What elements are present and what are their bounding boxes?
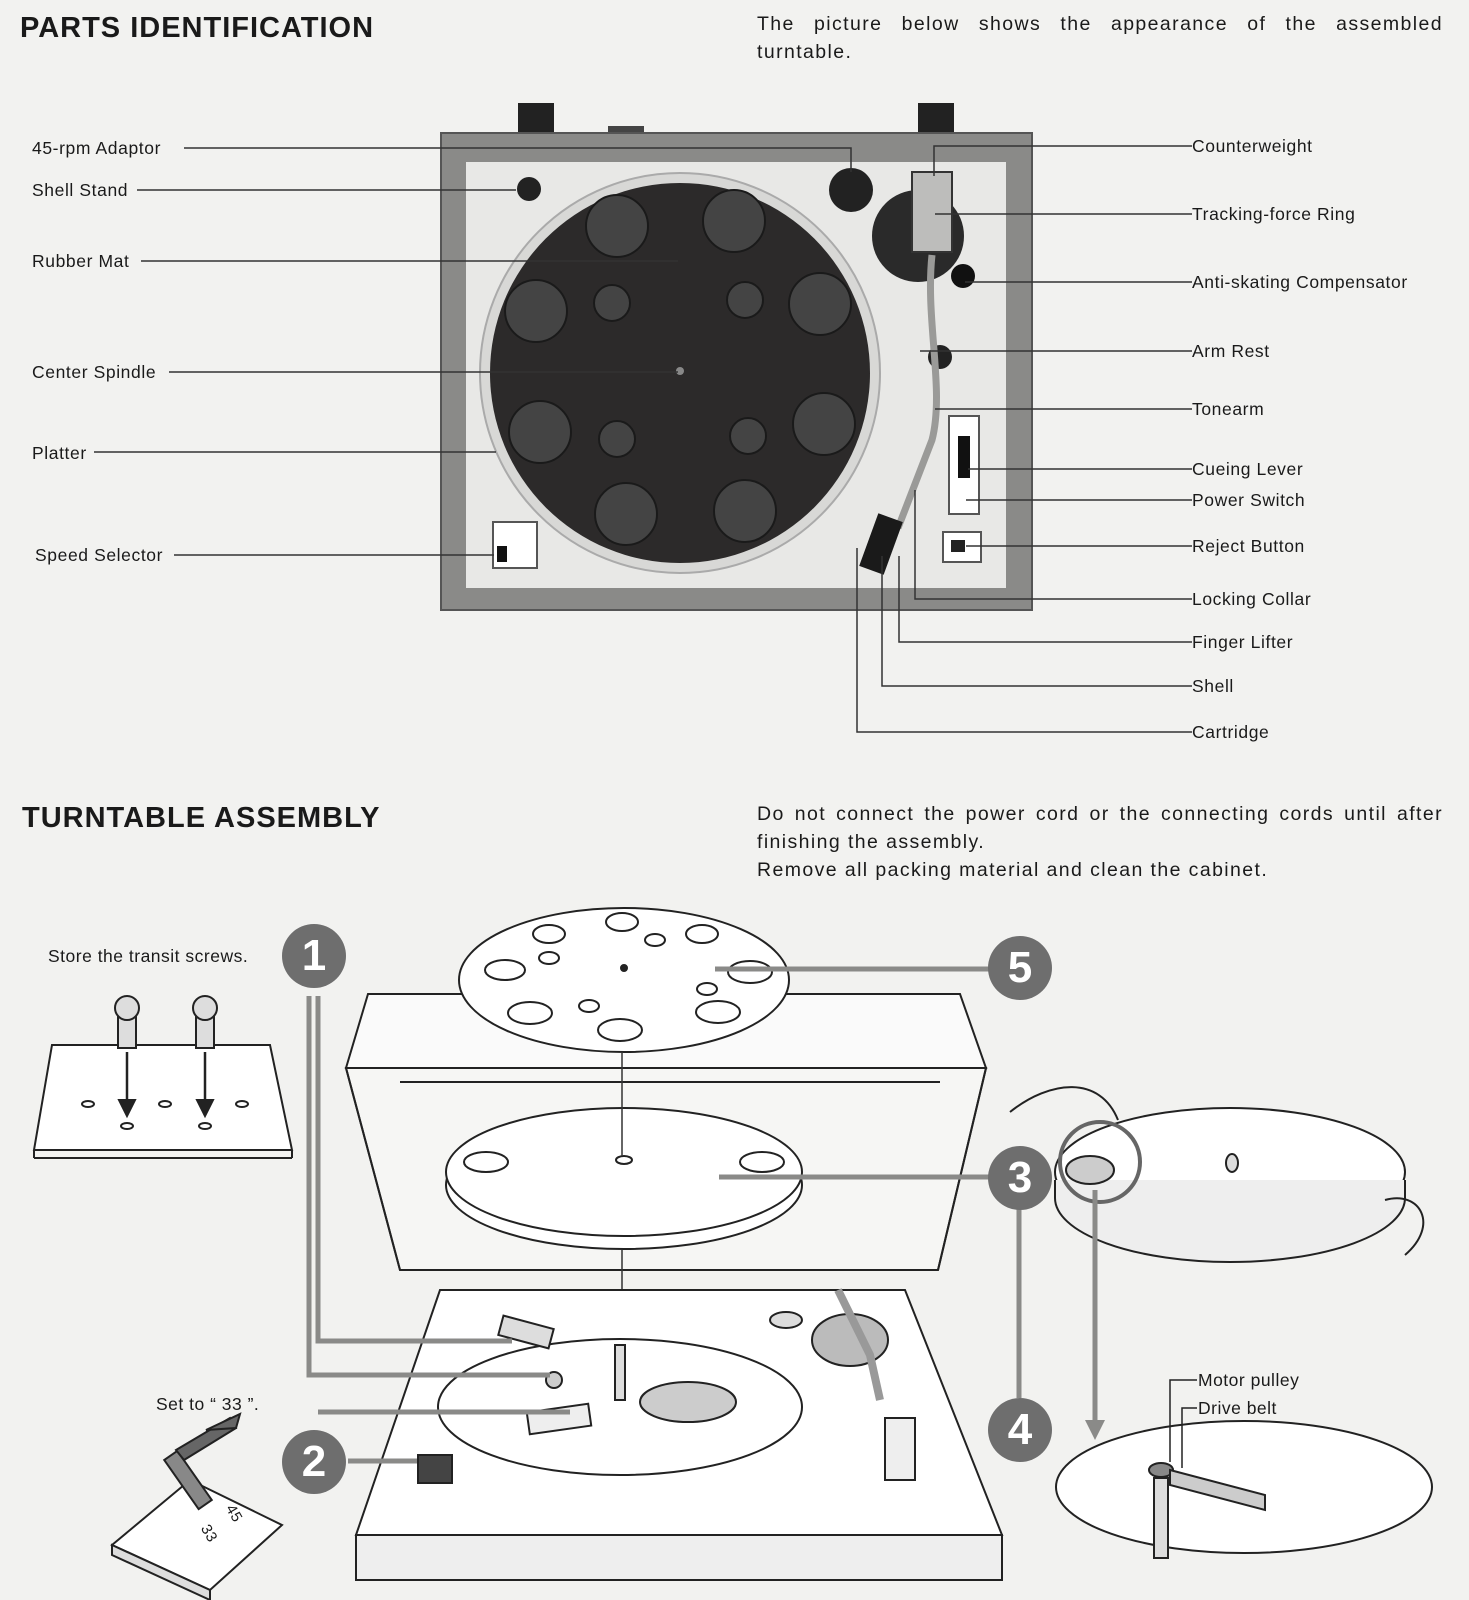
set-speed-note: Set to “ 33 ”.	[156, 1394, 259, 1415]
speed-selector-detail	[112, 1414, 282, 1600]
motor-pulley-inset	[1056, 1421, 1432, 1558]
label-drive-belt: Drive belt	[1198, 1398, 1277, 1419]
transit-screw-plate	[34, 996, 292, 1158]
label-motor-pulley: Motor pulley	[1198, 1370, 1299, 1391]
turntable-base	[356, 1290, 1002, 1580]
platter-install-illustration	[1010, 1087, 1423, 1262]
store-transit-screws-note: Store the transit screws.	[48, 946, 248, 967]
step-5-badge: 5	[988, 936, 1052, 1000]
step-1-badge: 1	[282, 924, 346, 988]
step-2-badge: 2	[282, 1430, 346, 1494]
step-4-badge: 4	[988, 1398, 1052, 1462]
step-3-badge: 3	[988, 1146, 1052, 1210]
rubber-mat-disc	[459, 908, 789, 1052]
